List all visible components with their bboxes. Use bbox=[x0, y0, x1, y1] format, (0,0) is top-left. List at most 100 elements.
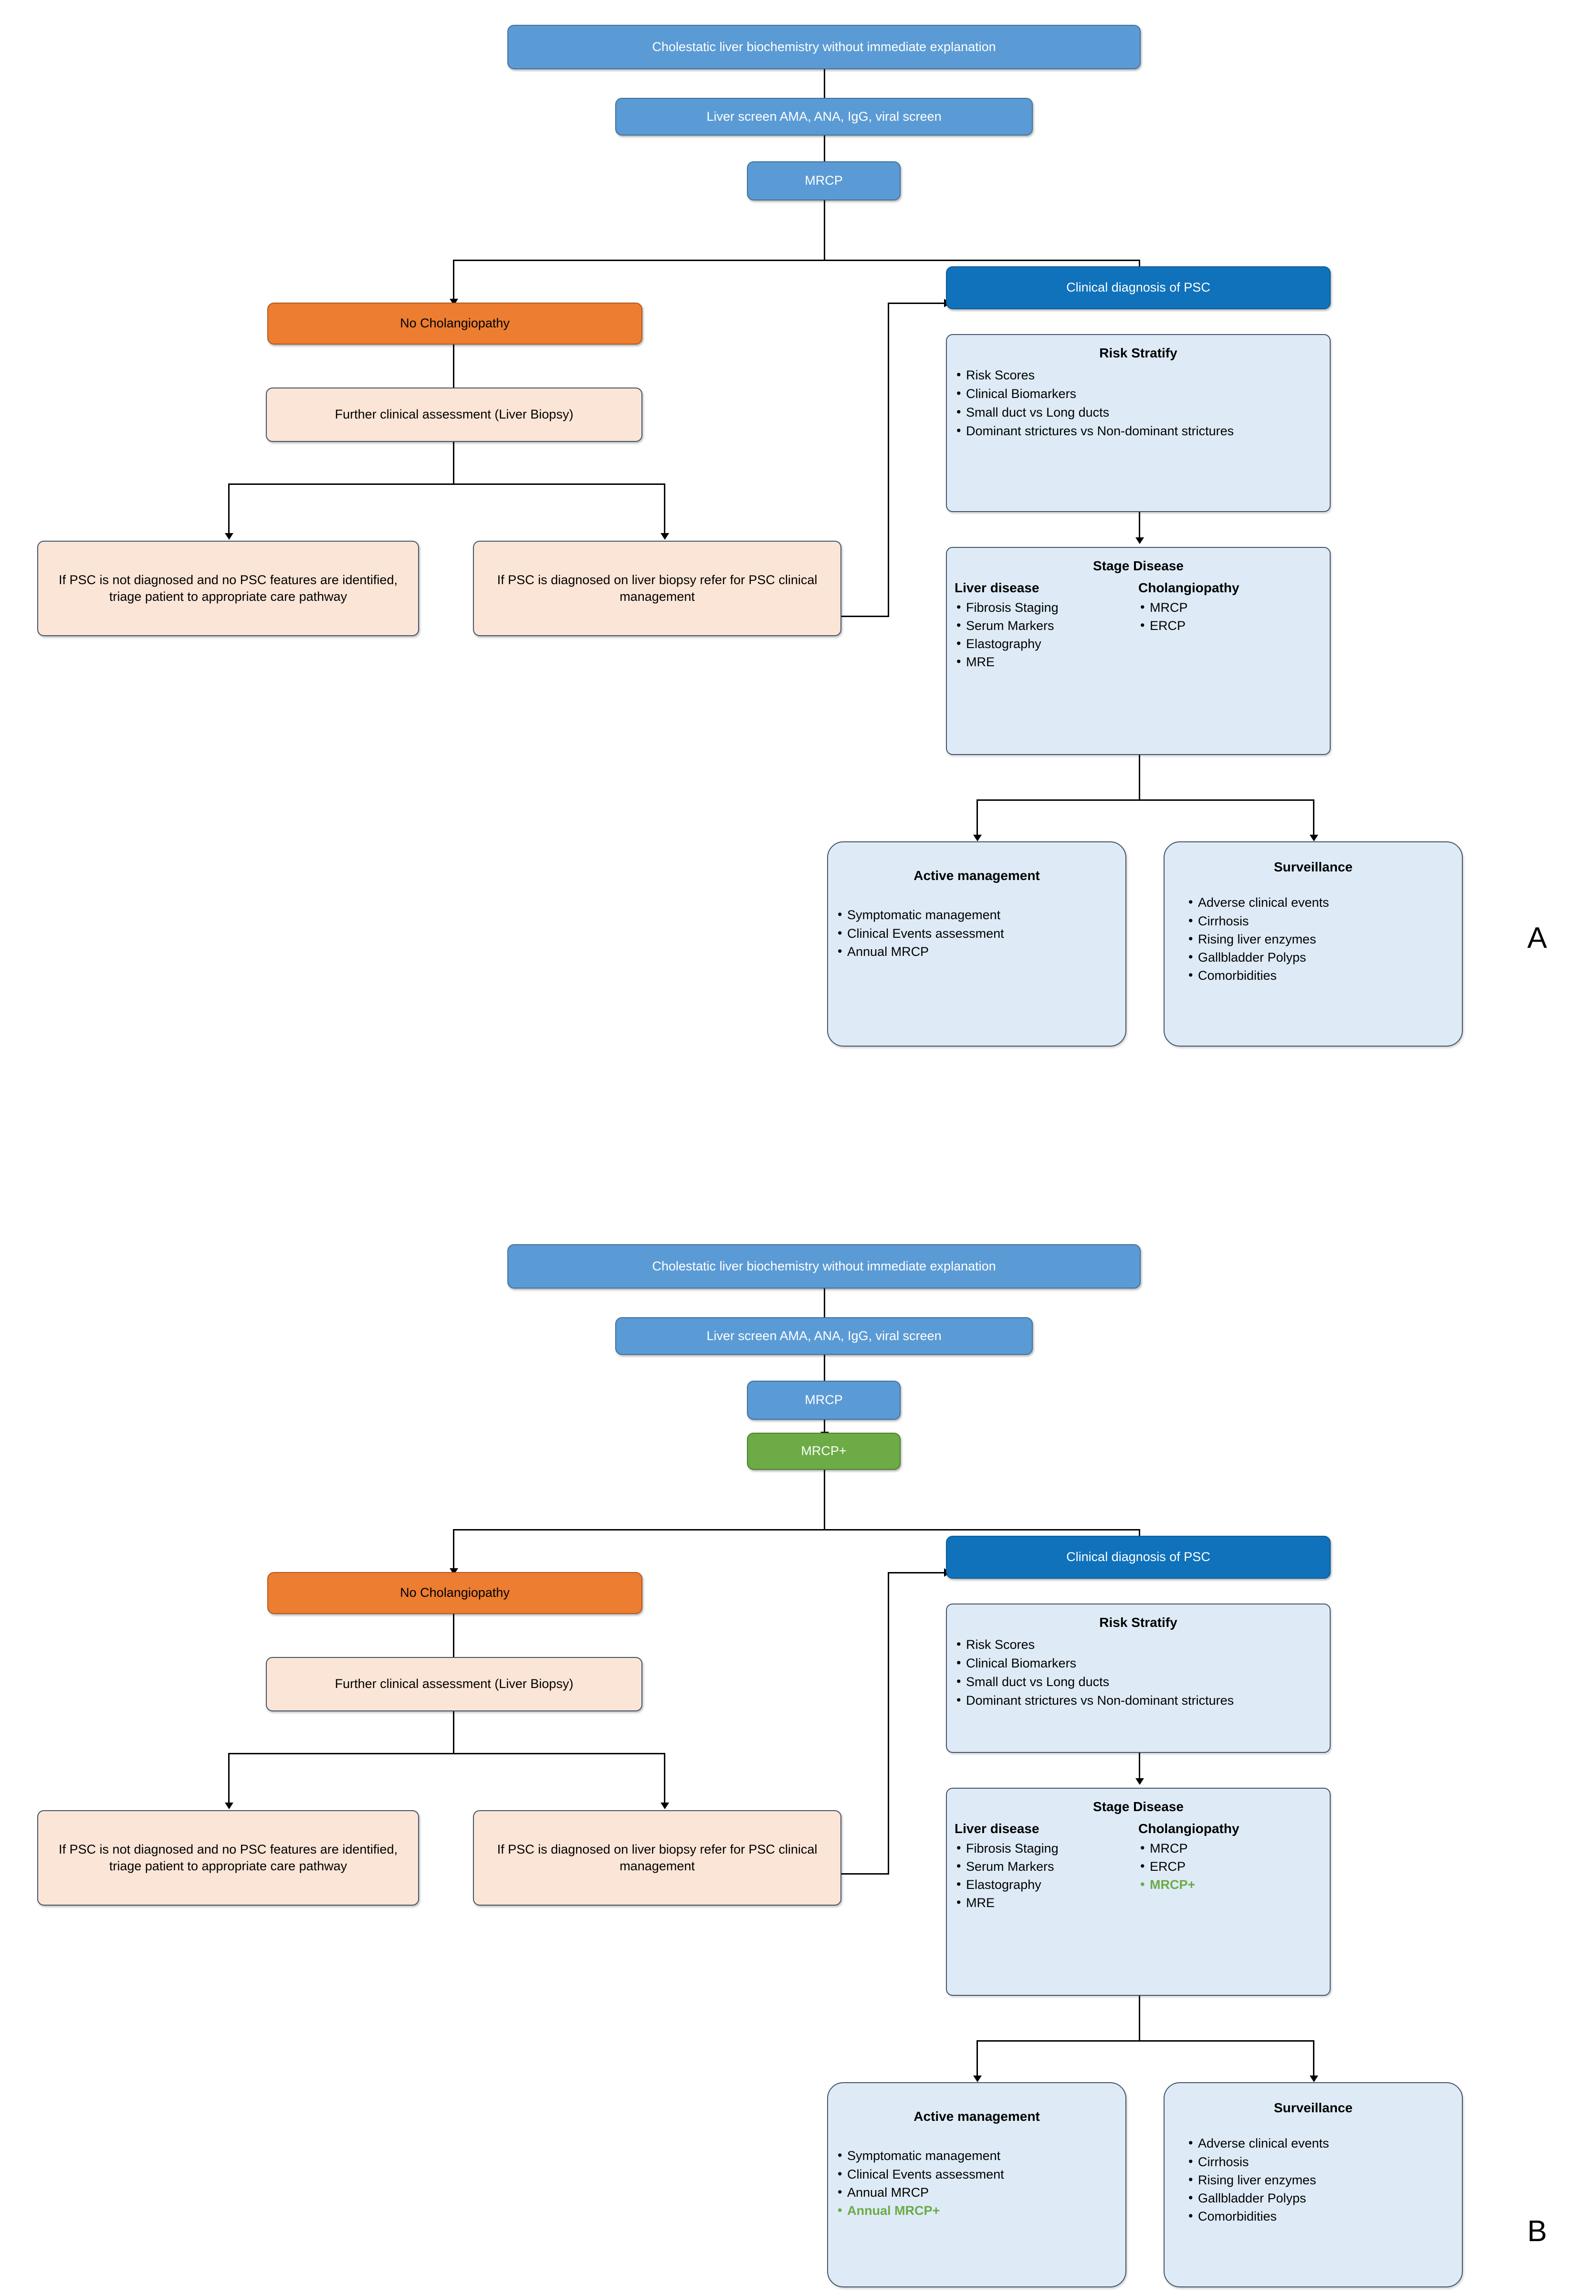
node-a-stage-disease-heading: Stage Disease bbox=[1093, 558, 1184, 573]
column-heading-liver-disease: Liver disease bbox=[955, 580, 1040, 596]
node-a-surveillance-heading: Surveillance bbox=[1274, 860, 1353, 874]
node-b-start[interactable]: Cholestatic liver biochemistry without i… bbox=[507, 1244, 1141, 1289]
list-item: MRE bbox=[955, 653, 1138, 671]
connector-b-mrcpplus-down bbox=[824, 1470, 825, 1529]
node-b-active-management-list: Symptomatic management Clinical Events a… bbox=[836, 2147, 1118, 2220]
list-item: Clinical Biomarkers bbox=[955, 1654, 1322, 1672]
node-a-liver-screen-label: Liver screen AMA, ANA, IgG, viral screen bbox=[706, 109, 942, 124]
node-a-no-cholangiopathy-label: No Cholangiopathy bbox=[400, 316, 510, 331]
node-b-mrcp-plus-label: MRCP+ bbox=[801, 1444, 847, 1458]
connector-a-assess-split-right bbox=[664, 483, 665, 537]
list-item: Rising liver enzymes bbox=[1186, 2171, 1454, 2189]
list-item: Dominant strictures vs Non-dominant stri… bbox=[955, 1691, 1322, 1709]
list-item: ERCP bbox=[1138, 617, 1322, 634]
node-b-active-management[interactable]: Active management Symptomatic management… bbox=[827, 2082, 1126, 2287]
connector-a-assess-split-bar bbox=[228, 483, 665, 485]
list-item: ERCP bbox=[1138, 1857, 1322, 1875]
node-a-mrcp-label: MRCP bbox=[805, 173, 843, 188]
arrowhead bbox=[973, 2076, 982, 2082]
node-b-stage-disease[interactable]: Stage Disease Liver disease Fibrosis Sta… bbox=[946, 1788, 1331, 1996]
node-b-surveillance[interactable]: Surveillance Adverse clinical events Cir… bbox=[1164, 2082, 1463, 2287]
node-a-diagnosed-refer-label: If PSC is diagnosed on liver biopsy refe… bbox=[497, 572, 818, 604]
node-a-not-diagnosed-label: If PSC is not diagnosed and no PSC featu… bbox=[59, 572, 398, 604]
node-a-diagnosed-refer[interactable]: If PSC is diagnosed on liver biopsy refe… bbox=[473, 541, 841, 636]
connector-a-mrcp-down bbox=[824, 200, 825, 260]
connector-b-risk-to-stage bbox=[1139, 1753, 1140, 1782]
node-b-liver-screen[interactable]: Liver screen AMA, ANA, IgG, viral screen bbox=[615, 1317, 1033, 1355]
arrowhead bbox=[661, 533, 669, 540]
node-a-risk-stratify-heading: Risk Stratify bbox=[1099, 346, 1177, 360]
arrowhead bbox=[661, 1803, 669, 1809]
arrowhead bbox=[1135, 537, 1144, 544]
list-item: Elastography bbox=[955, 635, 1138, 652]
liver-disease-list: Fibrosis Staging Serum Markers Elastogra… bbox=[955, 1839, 1138, 1912]
node-b-diagnosed-refer[interactable]: If PSC is diagnosed on liver biopsy refe… bbox=[473, 1810, 841, 1906]
node-b-mrcp-label: MRCP bbox=[805, 1393, 843, 1407]
cholangiopathy-list: MRCP ERCP MRCP+ bbox=[1138, 1839, 1322, 1894]
connector-b-mrcp-to-mrcpplus bbox=[824, 1420, 825, 1440]
node-b-further-assessment[interactable]: Further clinical assessment (Liver Biops… bbox=[266, 1657, 642, 1711]
list-item: Annual MRCP bbox=[836, 2183, 1118, 2201]
stage-disease-columns: Liver disease Fibrosis Staging Serum Mar… bbox=[955, 579, 1322, 671]
node-a-start[interactable]: Cholestatic liver biochemistry without i… bbox=[507, 25, 1141, 69]
node-b-no-cholangiopathy[interactable]: No Cholangiopathy bbox=[267, 1572, 642, 1614]
node-b-mrcp[interactable]: MRCP bbox=[747, 1381, 901, 1420]
connector-a-stage-split-left bbox=[976, 799, 978, 839]
list-item: Small duct vs Long ducts bbox=[955, 403, 1322, 421]
list-item: Serum Markers bbox=[955, 1857, 1138, 1875]
node-a-no-cholangiopathy[interactable]: No Cholangiopathy bbox=[267, 303, 642, 345]
connector-b-stage-split-bar bbox=[976, 2040, 1314, 2042]
connector-b-nochol-to-assess bbox=[453, 1614, 454, 1676]
node-b-not-diagnosed[interactable]: If PSC is not diagnosed and no PSC featu… bbox=[37, 1810, 419, 1906]
list-item: MRCP bbox=[1138, 1839, 1322, 1857]
connector-a-nochol-to-assess bbox=[453, 345, 454, 407]
list-item: Adverse clinical events bbox=[1186, 893, 1454, 911]
connector-a-stage-split-right bbox=[1313, 799, 1314, 839]
connector-a-start-to-liverscreen bbox=[824, 69, 825, 102]
list-item: Rising liver enzymes bbox=[1186, 930, 1454, 948]
node-b-risk-stratify-list: Risk Scores Clinical Biomarkers Small du… bbox=[955, 1636, 1322, 1710]
arrowhead bbox=[1135, 1778, 1144, 1785]
node-a-stage-disease[interactable]: Stage Disease Liver disease Fibrosis Sta… bbox=[946, 547, 1331, 755]
node-a-active-management[interactable]: Active management Symptomatic management… bbox=[827, 841, 1126, 1047]
stage-disease-column-cholangiopathy: Cholangiopathy MRCP ERCP MRCP+ bbox=[1138, 1820, 1322, 1912]
connector-b-stage-split-left bbox=[976, 2040, 978, 2079]
connector-a-stage-split-bar bbox=[976, 799, 1314, 801]
node-b-surveillance-heading: Surveillance bbox=[1274, 2100, 1353, 2115]
node-a-clinical-diagnosis-label: Clinical diagnosis of PSC bbox=[1066, 280, 1210, 295]
connector-a-assess-split-left bbox=[228, 483, 230, 537]
list-item: Symptomatic management bbox=[836, 906, 1118, 923]
node-a-liver-screen[interactable]: Liver screen AMA, ANA, IgG, viral screen bbox=[615, 98, 1033, 136]
node-b-risk-stratify-heading: Risk Stratify bbox=[1099, 1615, 1177, 1630]
list-item: Fibrosis Staging bbox=[955, 1839, 1138, 1857]
node-b-not-diagnosed-label: If PSC is not diagnosed and no PSC featu… bbox=[59, 1842, 398, 1873]
node-b-risk-stratify[interactable]: Risk Stratify Risk Scores Clinical Bioma… bbox=[946, 1604, 1331, 1753]
node-a-not-diagnosed[interactable]: If PSC is not diagnosed and no PSC featu… bbox=[37, 541, 419, 636]
node-a-start-label: Cholestatic liver biochemistry without i… bbox=[652, 39, 996, 54]
node-b-clinical-diagnosis[interactable]: Clinical diagnosis of PSC bbox=[946, 1536, 1331, 1579]
connector-a-stage-down bbox=[1139, 755, 1140, 800]
list-item: Dominant strictures vs Non-dominant stri… bbox=[955, 422, 1322, 440]
node-a-risk-stratify[interactable]: Risk Stratify Risk Scores Clinical Bioma… bbox=[946, 334, 1331, 512]
node-a-further-assessment[interactable]: Further clinical assessment (Liver Biops… bbox=[266, 388, 642, 442]
arrowhead bbox=[225, 1803, 233, 1809]
connector-b-split-bar bbox=[453, 1529, 1140, 1531]
node-a-surveillance[interactable]: Surveillance Adverse clinical events Cir… bbox=[1164, 841, 1463, 1047]
connector-b-stage-down bbox=[1139, 1996, 1140, 2041]
node-a-surveillance-list: Adverse clinical events Cirrhosis Rising… bbox=[1172, 893, 1454, 985]
arrowhead bbox=[973, 835, 982, 841]
node-b-stage-disease-heading: Stage Disease bbox=[1093, 1799, 1184, 1814]
connector-a-feedback-bottom bbox=[841, 616, 889, 617]
list-item: MRE bbox=[955, 1894, 1138, 1911]
connector-b-liverscreen-to-mrcp bbox=[824, 1355, 825, 1384]
connector-b-feedback-vertical bbox=[888, 1572, 889, 1875]
node-b-mrcp-plus[interactable]: MRCP+ bbox=[747, 1433, 901, 1470]
connector-b-assess-split-left bbox=[228, 1753, 230, 1806]
list-item: Small duct vs Long ducts bbox=[955, 1673, 1322, 1691]
connector-b-split-left bbox=[453, 1529, 454, 1572]
node-a-mrcp[interactable]: MRCP bbox=[747, 161, 901, 200]
connector-a-feedback-vertical bbox=[888, 303, 889, 617]
node-a-clinical-diagnosis[interactable]: Clinical diagnosis of PSC bbox=[946, 266, 1331, 309]
list-item: Fibrosis Staging bbox=[955, 598, 1138, 616]
node-a-further-assessment-label: Further clinical assessment (Liver Biops… bbox=[335, 407, 574, 422]
